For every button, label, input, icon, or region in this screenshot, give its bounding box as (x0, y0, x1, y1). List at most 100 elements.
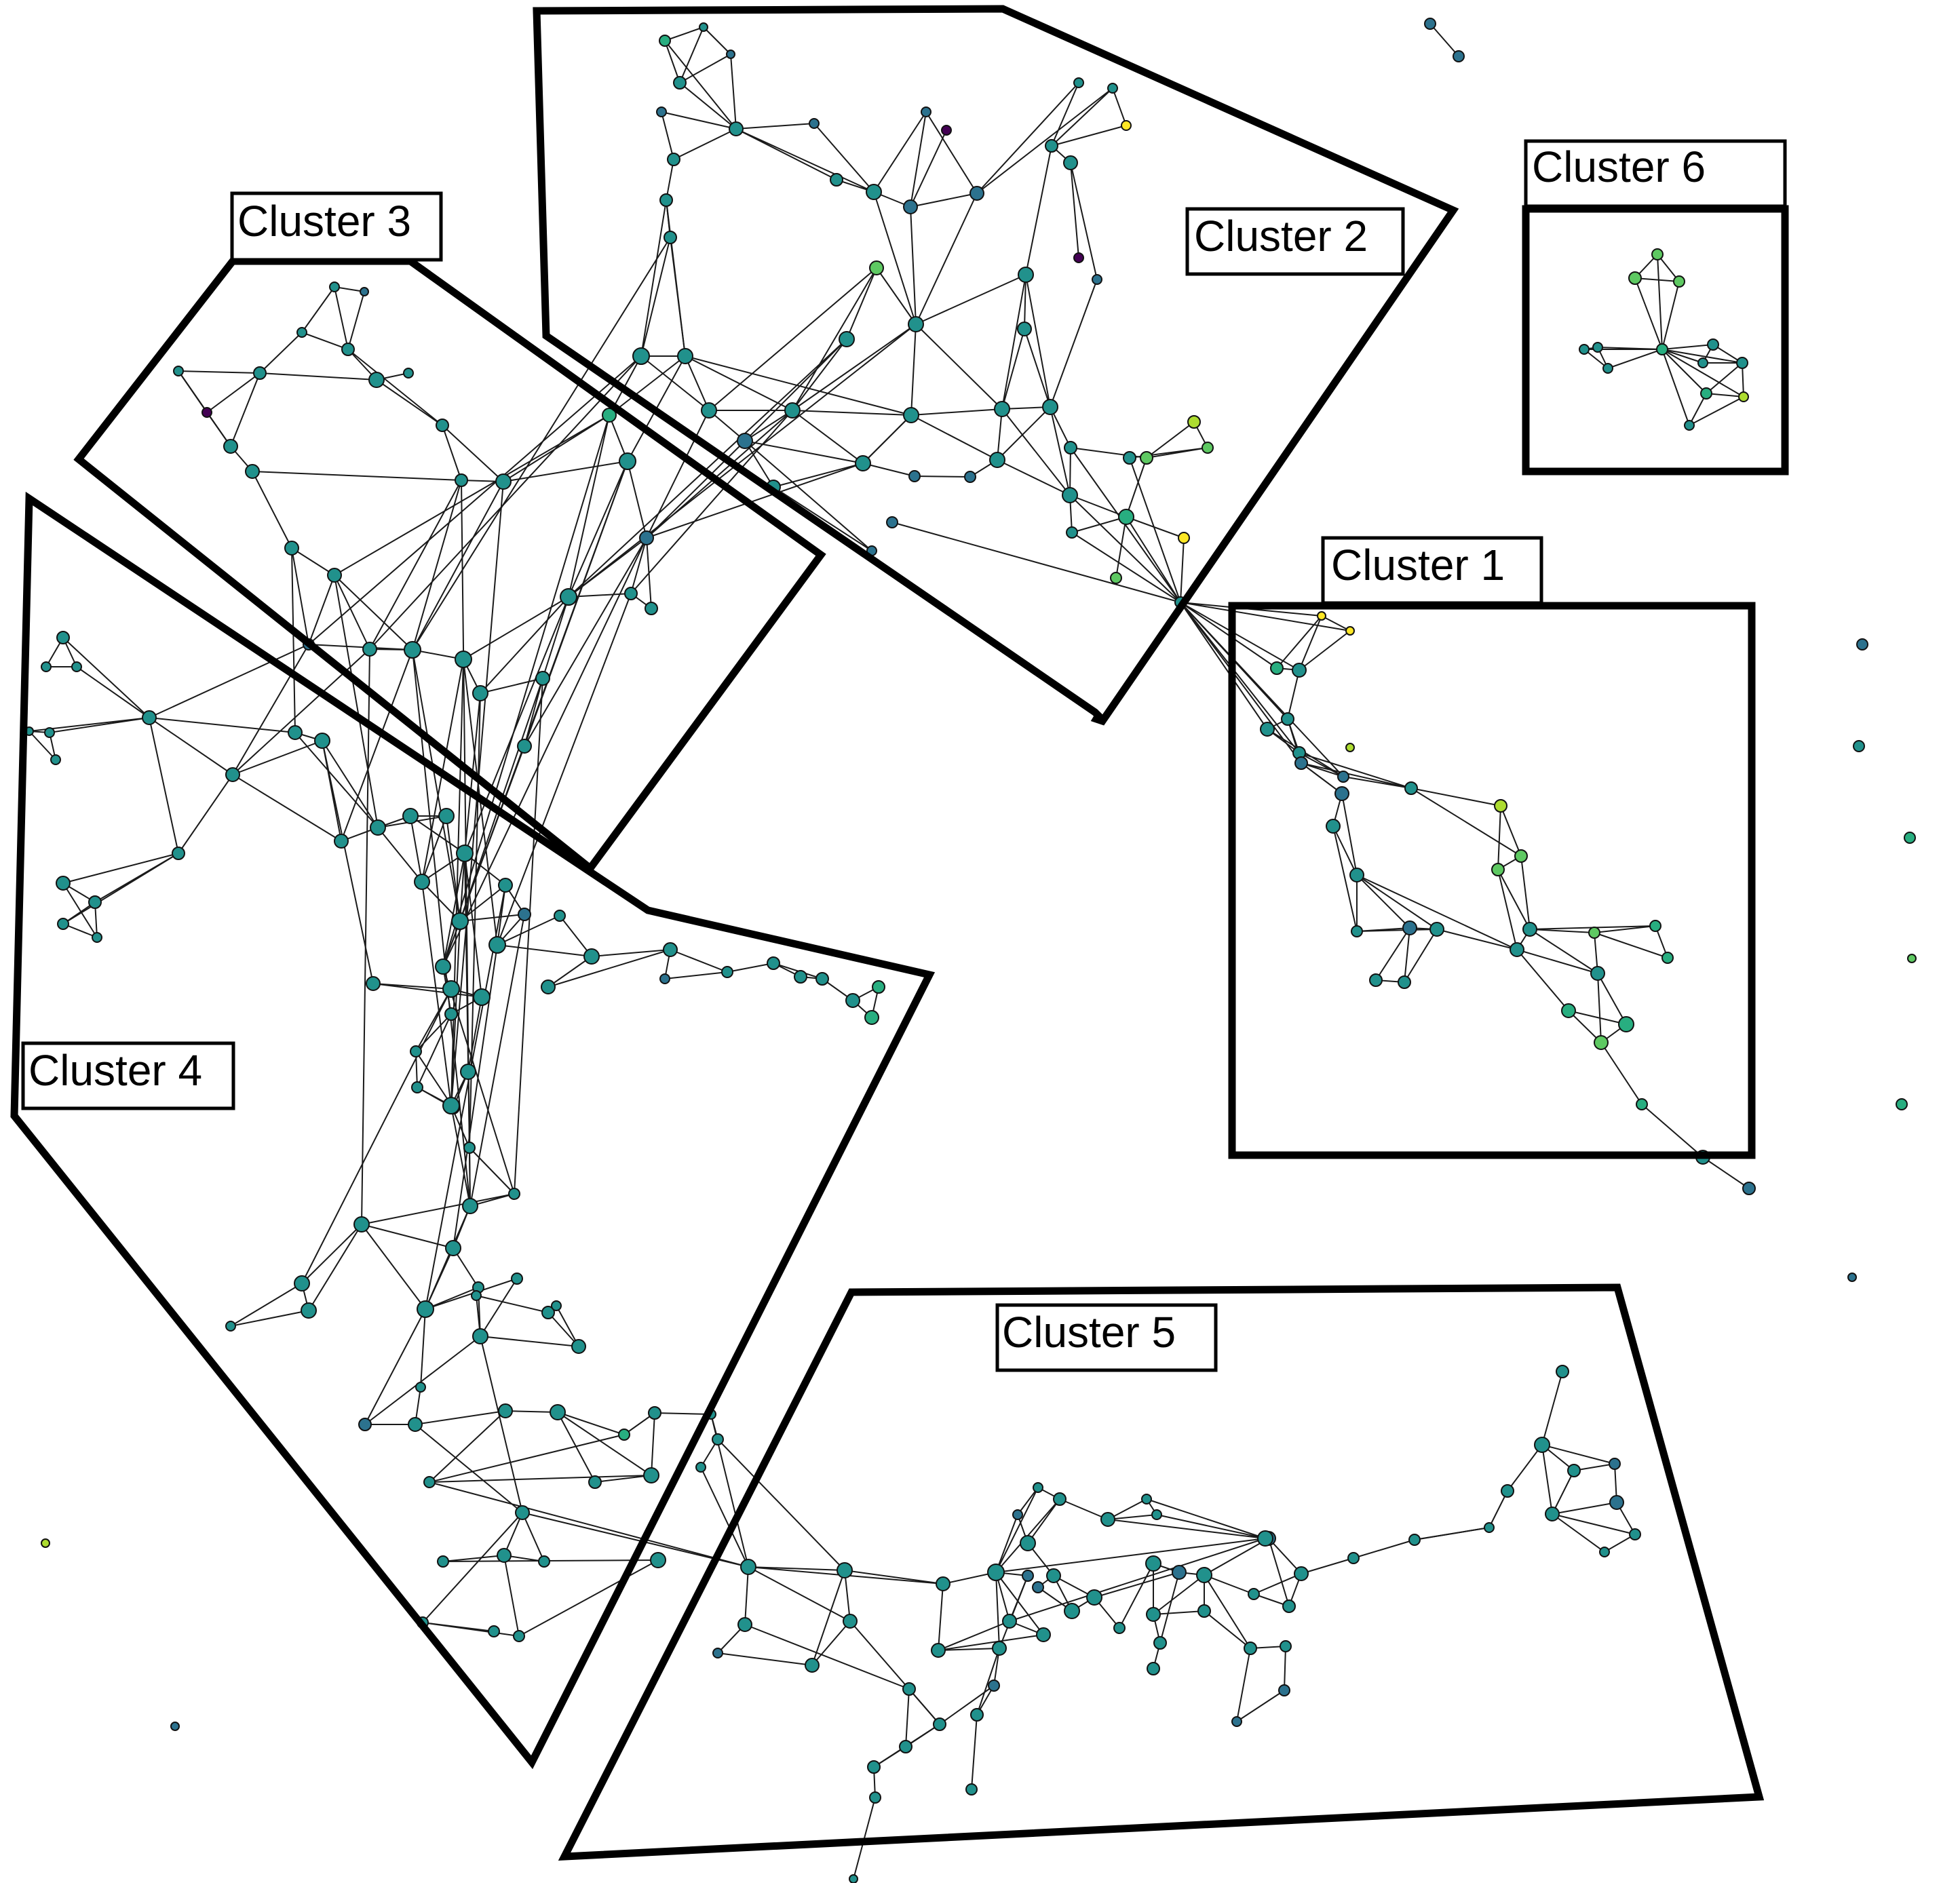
graph-edge (361, 1193, 515, 1225)
graph-edge (910, 193, 978, 208)
graph-edge (442, 1559, 659, 1562)
graph-edge (1356, 927, 1410, 932)
cluster-3-label: Cluster 3 (230, 191, 443, 262)
graph-node (648, 1406, 661, 1420)
graph-edge (301, 988, 452, 1284)
cluster-4-outline (10, 491, 936, 1770)
graph-edge (630, 537, 647, 594)
graph-node (1561, 1003, 1576, 1018)
graph-edge (910, 130, 947, 208)
graph-edge (425, 885, 506, 1310)
graph-edge (1661, 281, 1680, 350)
graph-edge (915, 324, 1003, 410)
graph-node (1629, 1528, 1641, 1540)
graph-node (1847, 1273, 1857, 1282)
graph-edge (322, 740, 374, 984)
graph-node (1317, 611, 1326, 621)
graph-node (417, 1300, 434, 1318)
graph-edge (995, 1538, 1266, 1573)
graph-edge (646, 410, 710, 539)
graph-edge (547, 1312, 579, 1347)
graph-node (358, 1418, 372, 1431)
graph-edge (679, 82, 737, 130)
graph-node (411, 1081, 423, 1093)
graph-edge (1594, 925, 1656, 933)
graph-node (1707, 338, 1719, 351)
graph-edge (62, 853, 179, 925)
graph-node (712, 1648, 723, 1658)
graph-edge (846, 267, 877, 340)
graph-node (1022, 1570, 1034, 1582)
graph-edge (480, 1278, 518, 1337)
graph-edge (412, 649, 461, 922)
graph-node (1046, 1568, 1061, 1583)
graph-node (550, 1404, 566, 1420)
graph-edge (640, 199, 667, 357)
graph-edge (1051, 82, 1079, 147)
graph-edge (1356, 874, 1438, 930)
graph-node (1408, 1534, 1421, 1546)
graph-node (1017, 322, 1032, 336)
graph-edge (1497, 869, 1531, 930)
graph-node (1742, 1182, 1756, 1195)
graph-node (294, 1275, 310, 1292)
graph-node (989, 452, 1005, 468)
graph-edge (744, 338, 847, 442)
cluster-5-label: Cluster 5 (995, 1303, 1218, 1372)
graph-edge (1236, 1690, 1285, 1722)
graph-edge (259, 372, 377, 381)
graph-node (370, 819, 386, 836)
graph-edge (905, 1688, 910, 1747)
graph-edge (1607, 349, 1663, 369)
graph-edge (410, 815, 465, 854)
graph-edge (480, 678, 543, 694)
graph-node (329, 282, 340, 292)
graph-edge (1180, 537, 1185, 603)
graph-node (1086, 1589, 1102, 1606)
graph-edge (459, 914, 525, 922)
cluster-4-label: Cluster 4 (21, 1041, 235, 1110)
graph-node (1904, 832, 1916, 844)
graph-node (50, 754, 61, 765)
graph-edge (1180, 602, 1344, 777)
graph-node (296, 327, 307, 338)
graph-edge (1301, 762, 1344, 777)
graph-node (436, 419, 449, 432)
graph-edge (232, 774, 342, 842)
graph-edge (232, 740, 323, 775)
graph-node (1345, 743, 1355, 752)
graph-edge (568, 414, 610, 598)
graph-node (699, 22, 708, 32)
graph-nodes (24, 18, 1917, 1883)
graph-edge (1126, 516, 1181, 603)
graph-edge (1299, 630, 1351, 671)
graph-edge (744, 1566, 749, 1625)
graph-edge (1051, 125, 1127, 147)
graph-node (1736, 357, 1748, 369)
graph-node (451, 912, 469, 930)
graph-edge (1516, 949, 1569, 1011)
graph-node (992, 1641, 1007, 1656)
graph-edge (1025, 274, 1051, 408)
graph-node (460, 1064, 476, 1080)
graph-edge (844, 1570, 944, 1585)
graph-node (1140, 451, 1153, 465)
graph-edge (910, 324, 917, 416)
graph-edge (461, 480, 471, 1207)
graph-edge (1299, 752, 1344, 777)
graph-edge (308, 1224, 362, 1311)
graph-node (1100, 1512, 1115, 1527)
graph-node (867, 1760, 881, 1774)
graph-edge (291, 547, 296, 733)
graph-edge (1204, 1574, 1254, 1595)
graph-edge (1146, 447, 1208, 459)
graph-edge (792, 338, 847, 411)
graph-edge (748, 1566, 845, 1571)
graph-edge (627, 461, 647, 539)
graph-node (899, 1740, 912, 1753)
graph-edge (1153, 1574, 1205, 1615)
graph-node (404, 641, 421, 659)
cluster-2-outline (533, 5, 1459, 726)
graph-node (1151, 1509, 1162, 1520)
graph-node (1684, 420, 1695, 431)
